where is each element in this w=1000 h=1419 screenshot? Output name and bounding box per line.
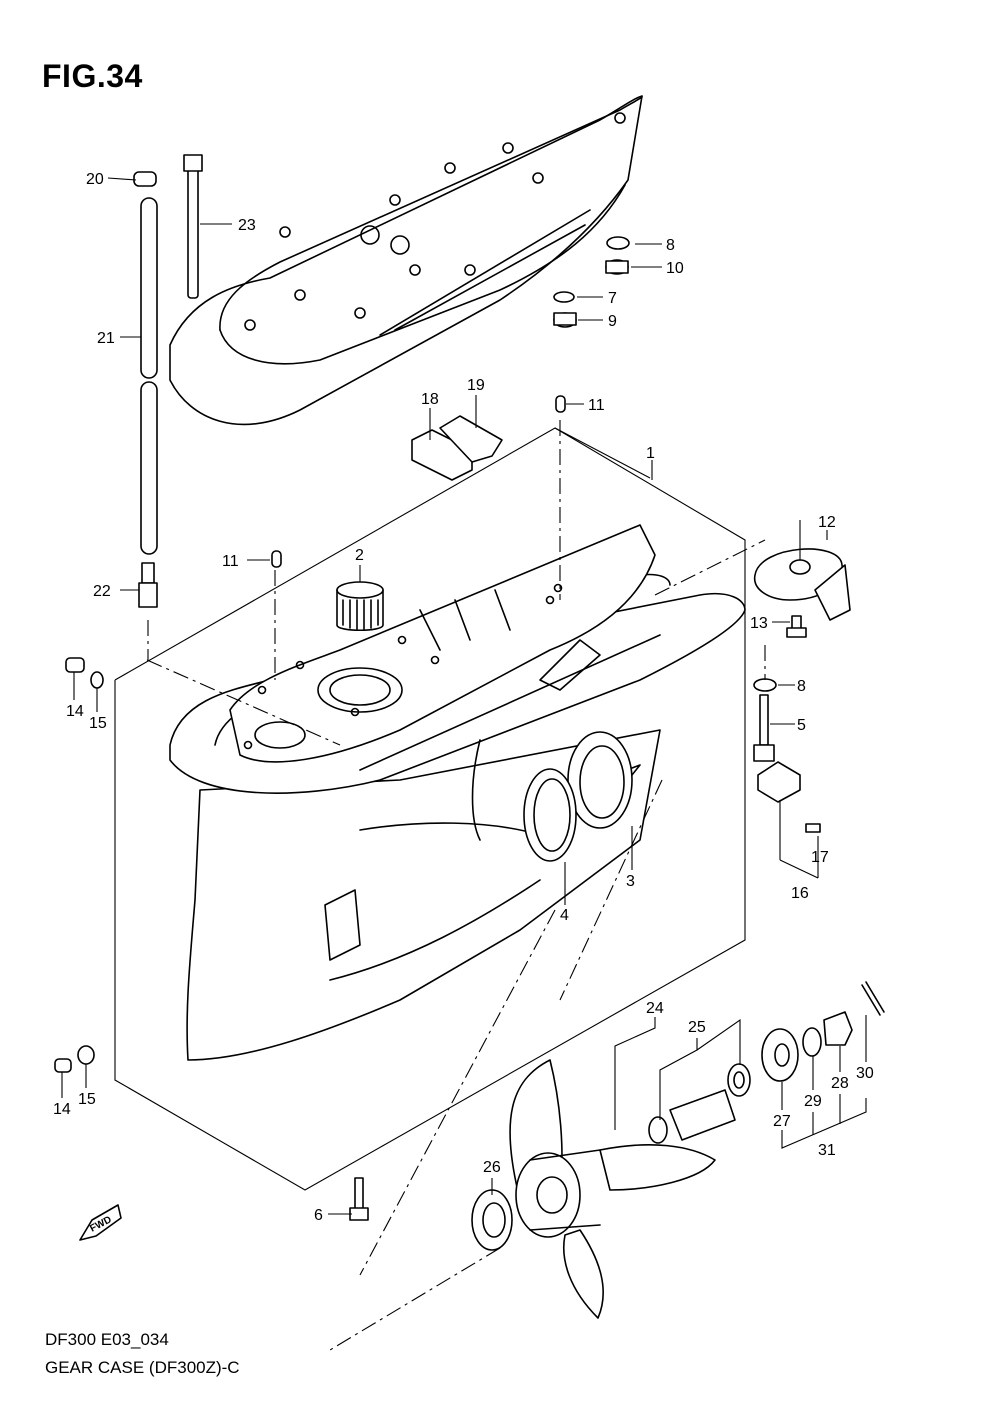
- callout-31: 31: [818, 1142, 836, 1159]
- callout-19: 19: [467, 377, 485, 394]
- bolt-part-6: [349, 1177, 369, 1221]
- callout-29: 29: [804, 1093, 822, 1110]
- figure-title: FIG.34: [42, 58, 143, 94]
- callout-17: 17: [811, 849, 829, 866]
- callout-12: 12: [818, 514, 836, 531]
- assembly-outline: [114, 427, 746, 1191]
- callout-2: 2: [355, 547, 364, 564]
- callout-11-left: 11: [222, 553, 239, 570]
- callout-5: 5: [797, 717, 806, 734]
- callout-14-lower: 14: [53, 1101, 71, 1118]
- dowel-pin-11-upper: [555, 395, 566, 413]
- plate-part-19: [439, 415, 503, 463]
- callout-18: 18: [421, 391, 439, 408]
- housing-internal-details: [243, 583, 563, 750]
- callout-13: 13: [750, 615, 768, 632]
- callout-27: 27: [773, 1113, 791, 1130]
- propeller-assembly: [509, 1059, 716, 1319]
- bearing-seal-parts-3-4: [523, 731, 633, 862]
- callout-30: 30: [856, 1065, 874, 1082]
- trim-tab-part-12: [754, 548, 851, 621]
- callout-24: 24: [646, 1000, 664, 1017]
- callout-22: 22: [93, 583, 111, 600]
- callout-23: 23: [238, 217, 256, 234]
- diagram-code: DF300 E03_034: [45, 1330, 169, 1349]
- callout-7: 7: [608, 290, 617, 307]
- prop-hardware-group: [648, 981, 885, 1144]
- centerlines: [146, 420, 766, 1351]
- side-hardware-group: [753, 615, 821, 833]
- diagram-caption: GEAR CASE (DF300Z)-C: [45, 1358, 240, 1377]
- callout-10: 10: [666, 260, 684, 277]
- callout-28: 28: [831, 1075, 849, 1092]
- callout-15-lower: 15: [78, 1091, 96, 1108]
- thrust-washer-part-26: [471, 1189, 513, 1251]
- upper-cover-plate: [169, 95, 643, 426]
- dowel-pin-11-left: [271, 550, 282, 568]
- callout-25: 25: [688, 1019, 706, 1036]
- callout-8-upper: 8: [666, 237, 675, 254]
- callout-11-upper: 11: [588, 397, 605, 414]
- callout-labels: 1 2 3 4 5 6 7 8 8 9 10 11 11 12 13 14 14…: [53, 171, 874, 1224]
- callout-14-upper: 14: [66, 703, 84, 720]
- callout-8-lower: 8: [797, 678, 806, 695]
- callout-16: 16: [791, 885, 809, 902]
- callout-20: 20: [86, 171, 104, 188]
- callout-15-upper: 15: [89, 715, 107, 732]
- forward-direction-badge: FWD: [79, 1204, 122, 1241]
- callout-1: 1: [646, 445, 655, 462]
- callout-21: 21: [97, 330, 115, 347]
- callout-4: 4: [560, 907, 569, 924]
- callout-9: 9: [608, 313, 617, 330]
- callout-6: 6: [314, 1207, 323, 1224]
- callout-3: 3: [626, 873, 635, 890]
- water-tube-group: [133, 154, 203, 608]
- drain-plug-group: [54, 657, 104, 1073]
- needle-bearing-part-2: [336, 581, 384, 632]
- leader-lines: [61, 177, 867, 1215]
- callout-26: 26: [483, 1159, 501, 1176]
- washer-nut-group: [553, 236, 630, 328]
